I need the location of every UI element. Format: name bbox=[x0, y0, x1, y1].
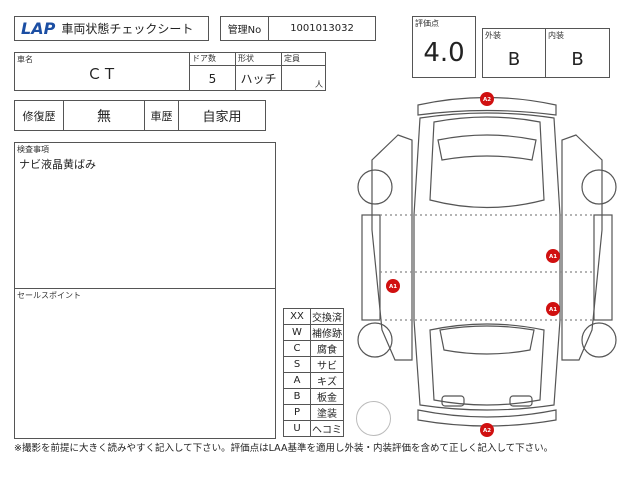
interior-label: 内装 bbox=[548, 31, 564, 40]
blank-circle bbox=[356, 401, 391, 436]
footer-note: ※撮影を前提に大きく読みやすく記入して下さい。評価点はLAA基準を適用し外装・内… bbox=[14, 443, 554, 454]
left-side bbox=[371, 134, 413, 361]
hood bbox=[429, 116, 545, 209]
management-no-label: 管理No bbox=[221, 17, 269, 40]
damage-marker-code: A2 bbox=[483, 97, 491, 103]
legend-code: P bbox=[283, 404, 311, 421]
capacity-label: 定員 bbox=[282, 53, 325, 66]
wheel-rear-right bbox=[581, 322, 617, 358]
damage-marker: A1 bbox=[386, 279, 400, 293]
score-value: 4.0 bbox=[423, 38, 465, 68]
body-outline bbox=[413, 112, 561, 411]
legend-meaning: ヘコミ bbox=[310, 420, 344, 437]
doors-value: 5 bbox=[208, 71, 217, 86]
damage-marker: A1 bbox=[546, 302, 560, 316]
legend-code: A bbox=[283, 372, 311, 389]
legend-code: B bbox=[283, 388, 311, 405]
legend-meaning: 交換済 bbox=[310, 308, 344, 325]
shape-value: ハッチ bbox=[240, 72, 277, 86]
car-name: ＣＴ bbox=[86, 65, 117, 83]
exterior-box: 外装 B bbox=[482, 28, 546, 78]
sheet-title: 車両状態チェックシート bbox=[61, 22, 194, 36]
right-sill bbox=[593, 214, 613, 321]
legend-meaning: 腐食 bbox=[310, 340, 344, 357]
repair-history-label: 修復歴 bbox=[15, 101, 64, 130]
legend-meaning: 板金 bbox=[310, 388, 344, 405]
windshield bbox=[437, 134, 537, 161]
rear-window bbox=[439, 325, 535, 355]
damage-marker: A2 bbox=[480, 92, 494, 106]
lap-logo: LAP bbox=[21, 19, 56, 38]
shape-label: 形状 bbox=[236, 53, 281, 66]
usage-label: 車歴 bbox=[145, 101, 179, 130]
car-info-box: 車名 ＣＴ ドア数 5 形状 ハッチ 定員 人 bbox=[14, 52, 326, 91]
damage-marker-code: A2 bbox=[483, 428, 491, 434]
inspection-box: 検査事項 ナビ液晶黄ばみ bbox=[14, 142, 276, 289]
sales-point-box: セールスポイント bbox=[14, 288, 276, 439]
capacity-unit: 人 bbox=[315, 80, 323, 89]
wheel-rear-left bbox=[357, 322, 393, 358]
front-bumper bbox=[417, 96, 557, 116]
inspection-text: ナビ液晶黄ばみ bbox=[19, 158, 96, 171]
wheel-front-right bbox=[581, 169, 617, 205]
history-box: 修復歴 無 車歴 自家用 bbox=[14, 100, 266, 131]
rear-light-right bbox=[509, 395, 533, 407]
legend-code: XX bbox=[283, 308, 311, 325]
trunk bbox=[429, 323, 545, 406]
legend-code: U bbox=[283, 420, 311, 437]
inspection-label: 検査事項 bbox=[17, 145, 49, 154]
score-label: 評価点 bbox=[415, 19, 439, 28]
legend-code: W bbox=[283, 324, 311, 341]
legend-meaning: 塗装 bbox=[310, 404, 344, 421]
rear-light-left bbox=[441, 395, 465, 407]
damage-marker: A2 bbox=[480, 423, 494, 437]
score-box: 評価点 4.0 bbox=[412, 16, 476, 78]
repair-history-value: 無 bbox=[64, 101, 145, 130]
legend-meaning: キズ bbox=[310, 372, 344, 389]
sales-point-label: セールスポイント bbox=[17, 291, 81, 300]
right-side bbox=[561, 134, 603, 361]
legend-meaning: サビ bbox=[310, 356, 344, 373]
doors-label: ドア数 bbox=[190, 53, 235, 66]
usage-value: 自家用 bbox=[202, 110, 242, 125]
damage-marker: A1 bbox=[546, 249, 560, 263]
sheet-title-box: LAP 車両状態チェックシート bbox=[14, 16, 209, 41]
damage-marker-code: A1 bbox=[389, 284, 397, 290]
exterior-label: 外装 bbox=[485, 31, 501, 40]
interior-value: B bbox=[571, 48, 584, 70]
legend-meaning: 補修跡 bbox=[310, 324, 344, 341]
left-sill bbox=[361, 214, 381, 321]
management-no-box: 管理No 1001013032 bbox=[220, 16, 376, 41]
damage-marker-code: A1 bbox=[549, 307, 557, 313]
management-no-value: 1001013032 bbox=[290, 23, 354, 34]
interior-box: 内装 B bbox=[545, 28, 610, 78]
car-name-label: 車名 bbox=[17, 55, 33, 64]
rear-bumper bbox=[417, 409, 557, 427]
legend-code: C bbox=[283, 340, 311, 357]
exterior-value: B bbox=[507, 48, 521, 70]
legend-code: S bbox=[283, 356, 311, 373]
damage-marker-code: A1 bbox=[549, 254, 557, 260]
wheel-front-left bbox=[357, 169, 393, 205]
